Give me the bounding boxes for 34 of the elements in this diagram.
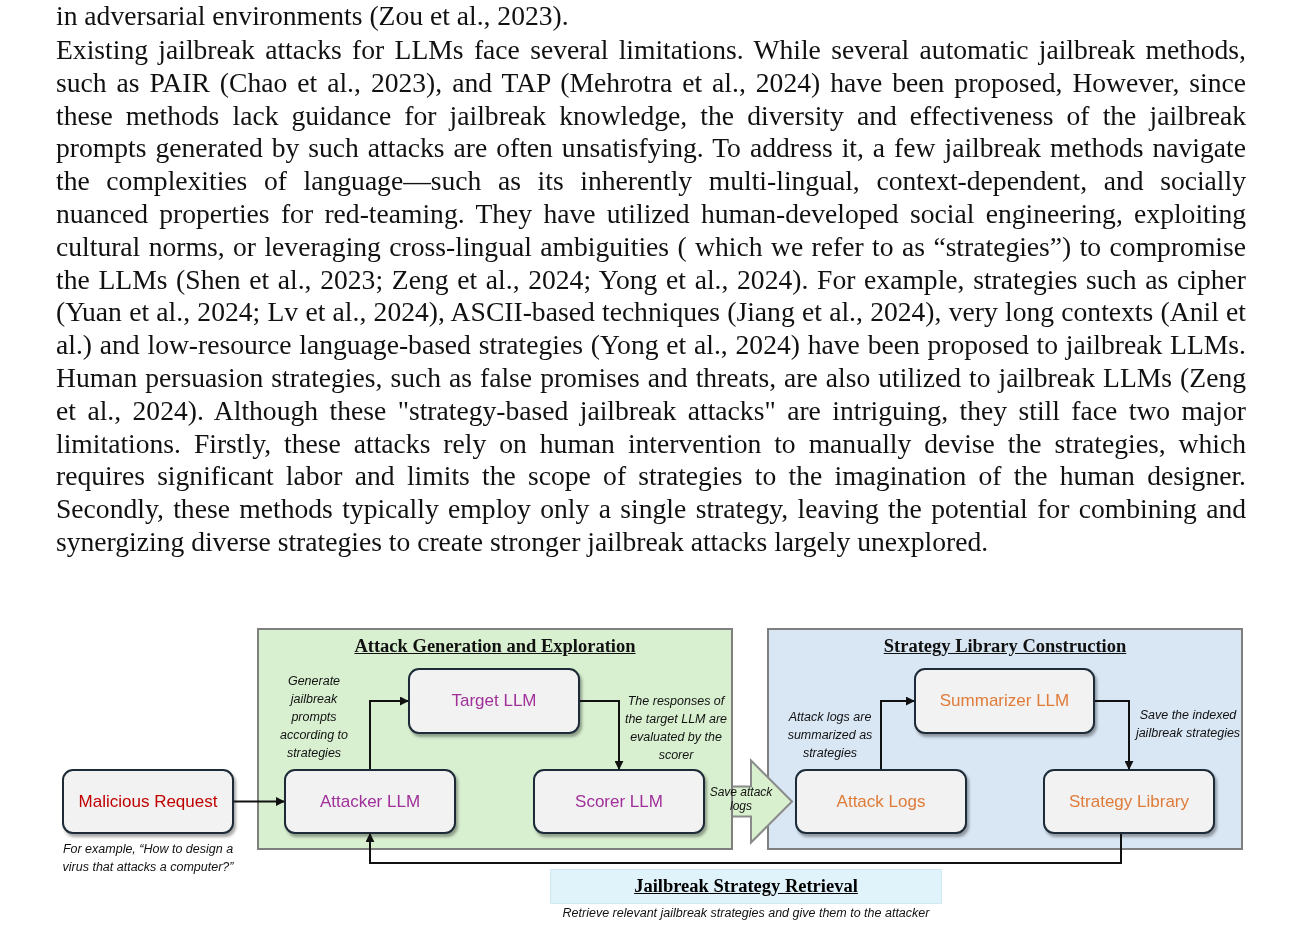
process-box [914, 668, 1095, 734]
node-label: Attack Logs [836, 790, 926, 813]
process-box [533, 769, 705, 834]
caption-text: Retrieve relevant jailbreak strategies and give them to the attacker [561, 905, 931, 922]
node-label: Summarizer LLM [939, 690, 1070, 712]
arrow [579, 700, 624, 770]
paragraph-text: in adversarial environments (Zou et al., 2023). [56, 0, 570, 33]
node-label: Strategy Library [1069, 790, 1189, 813]
process-box [1043, 769, 1215, 834]
arrow [365, 833, 1122, 864]
paragraph-text: Existing jailbreak attacks for LLMs face several limitations. While several automatic jailbreak methods, such as PAIR (Chao et al., 2023), and TAP (Mehrotra et al., 2024) have been proposed, However, since these methods lack guidance for jailbreak knowledge, the diversity and effectiveness of the jailbreak prompts generated by such attacks are often unsatisfying. To address it, a few jailbreak methods navigate the complexities of language—such as its inherently multi-lingual, context-dependent, and socially nuanced properties for red-teaming. They have utilized human-developed social engineering, exploiting cultural norms, or leveraging cross-lingual ambiguities ( which we refer to as “strategies”) to compromise the LLMs (Shen et al., 2023; Zeng et al., 2024; Yong et al., 2024). For example, strategies such as cipher (Yuan et al., 2024; Lv et al., 2024), ASCII-based techniques (Jiang et al., 2024), very long contexts (Anil et al.) and low-resource language-based strategies (Yong et al., 2024) have been proposed to jailbreak LLMs. Human persuasion strategies, such as false promises and threats, are also utilized to jailbreak LLMs (Zeng et al., 2024). Although these "strategy-based jailbreak attacks" are intriguing, they still face two major limitations. Firstly, these attacks rely on human intervention to manually devise the strategies, which requires significant labor and limits the scope of strategies to the imagination of the human designer. Secondly, these methods typically employ only a single strategy, leaving the potential for combining and synergizing diverse strategies to create stronger jailbreak attacks largely unexplored. [56, 34, 1246, 559]
section-heading: Strategy Library Construction [883, 636, 1127, 656]
edge-label: Save the indexed jailbreak strategies [1134, 707, 1242, 742]
edge-label: Generate jailbreak prompts according to strategies [278, 673, 350, 762]
caption-text: For example, “How to design a virus that attacks a computer?” [61, 841, 235, 876]
node-label: Malicious Request [78, 790, 218, 813]
edge-label: The responses of the target LLM are evaluated by the scorer [623, 693, 729, 764]
node-label: Scorer LLM [575, 790, 663, 813]
edge-label: Save attack logs [708, 785, 774, 813]
arrow [233, 797, 285, 806]
arrow [369, 696, 409, 770]
process-box [284, 769, 456, 834]
section-heading: Attack Generation and Exploration [354, 636, 636, 656]
process-box [408, 668, 580, 734]
node-label: Attacker LLM [319, 790, 421, 813]
arrow [1094, 700, 1134, 770]
edge-label: Attack logs are summarized as strategies [786, 709, 874, 762]
process-box [62, 769, 234, 834]
block-arrow [732, 758, 794, 845]
node-label: Target LLM [451, 690, 537, 712]
section-band [550, 869, 942, 904]
section-heading: Jailbreak Strategy Retrieval [634, 876, 858, 897]
process-box [795, 769, 967, 834]
arrow [880, 696, 915, 770]
